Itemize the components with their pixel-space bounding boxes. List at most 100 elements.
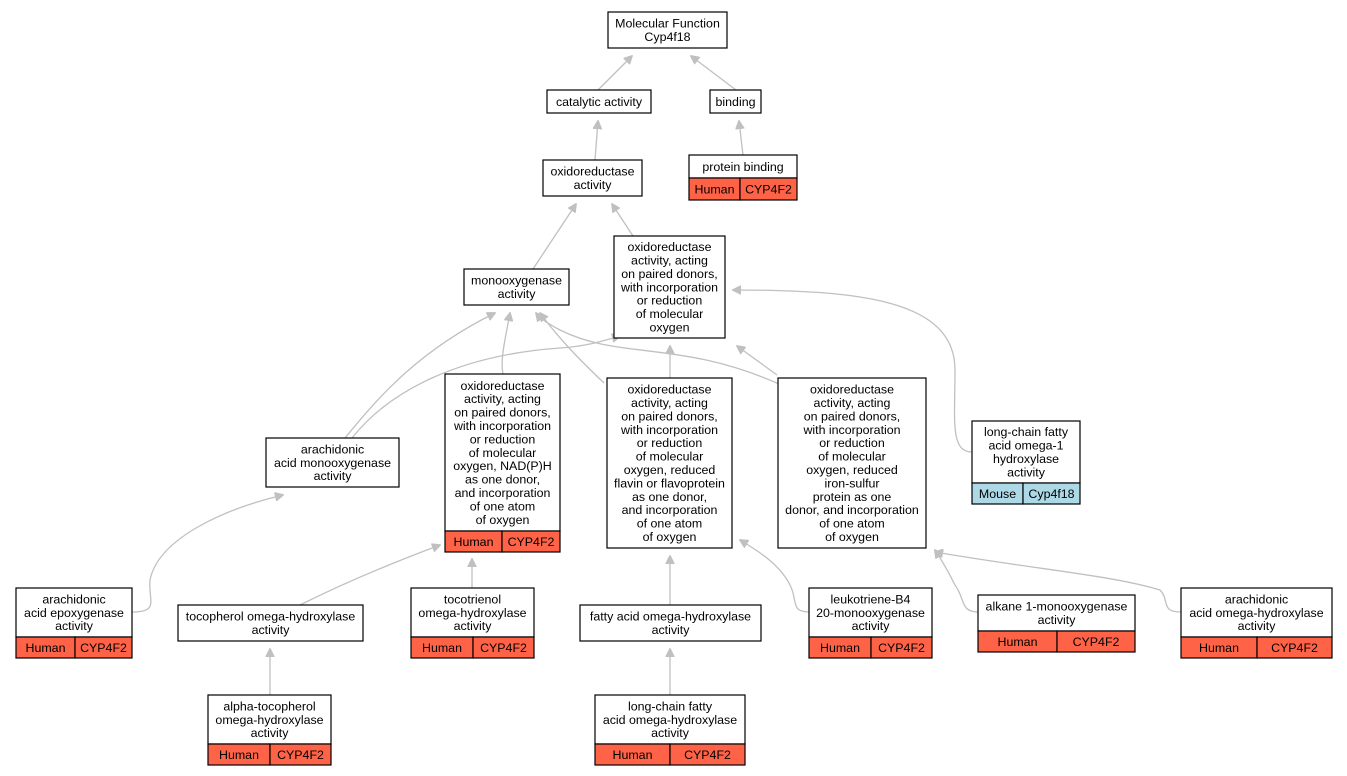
gene-label: CYP4F2 [1271, 641, 1318, 655]
node-label-line: activity [498, 287, 537, 301]
edge-binding [691, 56, 737, 91]
gene-label: CYP4F2 [80, 641, 127, 655]
node-label-line: with incorporation [453, 419, 551, 433]
edge-catalytic [597, 56, 632, 91]
gene-label: CYP4F2 [684, 748, 731, 762]
node-label-line: acid omega-1 [988, 439, 1063, 453]
go-term-node-alpha-tocopherol[interactable]: alpha-tocopherolomega-hydroxylaseactivit… [207, 694, 332, 766]
gene-cell [501, 530, 561, 553]
node-label-line: oxygen [650, 321, 690, 335]
node-label-line: oxygen, NAD(P)H [453, 459, 551, 473]
gene-label: CYP4F2 [1073, 635, 1120, 649]
gene-cell [472, 636, 535, 659]
gene-cell [669, 743, 746, 766]
gene-cell [1256, 636, 1333, 659]
gene-label: CYP4F2 [508, 535, 555, 549]
species-label: Human [219, 748, 259, 762]
node-label-line: or reduction [637, 294, 703, 308]
node-label-line: and incorporation [622, 503, 718, 517]
node-label-line: arachidonic [42, 592, 105, 606]
node-label-line: oxidoreductase [627, 240, 711, 254]
edge-nadph [501, 313, 510, 375]
node-label-line: fatty acid omega-hydroxylase [590, 610, 751, 624]
node-label-line: of molecular [636, 450, 704, 464]
node-box [606, 377, 733, 549]
edge-lcfa-omega1 [733, 290, 973, 453]
node-label-line: as one donor, [632, 490, 707, 504]
edges [131, 56, 1182, 695]
gene-cell [269, 743, 332, 766]
node-label-line: donor, and incorporation [785, 503, 919, 517]
node-label-line: of one atom [637, 517, 702, 531]
node-label-line: of molecular [636, 307, 704, 321]
node-box [177, 604, 364, 642]
node-box [15, 587, 133, 638]
node-box [971, 420, 1081, 484]
node-label-line: arachidonic [1225, 592, 1288, 606]
go-term-node-catalytic[interactable]: catalytic activity [546, 89, 652, 114]
node-label-line: tocopherol omega-hydroxylase [186, 610, 356, 624]
node-label-line: and incorporation [455, 486, 551, 500]
gene-label: CYP4F2 [480, 641, 527, 655]
node-label-line: oxygen, reduced [806, 463, 898, 477]
node-label-line: alkane 1-monooxygenase [986, 600, 1128, 614]
node-label-line: iron-sulfur [824, 476, 879, 490]
species-label: Human [1199, 641, 1239, 655]
node-label-line: acid epoxygenase [24, 606, 124, 620]
node-label-line: activity [314, 469, 353, 483]
node-box [410, 587, 535, 638]
node-label-line: of oxygen [643, 530, 697, 544]
node-label-line: omega-hydroxylase [215, 713, 323, 727]
node-label-line: activity [55, 619, 94, 633]
species-label: Human [695, 182, 735, 196]
edge-oxidoreductase [595, 121, 598, 161]
node-label-line: on paired donors, [804, 409, 900, 423]
species-label: Human [26, 641, 66, 655]
go-term-node-binding[interactable]: binding [709, 89, 762, 114]
node-label-line: as one donor, [465, 473, 540, 487]
species-label: Human [820, 641, 860, 655]
node-label-line: with incorporation [802, 423, 900, 437]
node-label-line: 20-monooxygenase [816, 606, 925, 620]
gene-cell [739, 177, 798, 201]
edge-alkane [935, 550, 979, 613]
node-label-line: long-chain fatty [628, 699, 713, 713]
node-label-line: on paired donors, [621, 267, 717, 281]
edge-arachidonic-omega [935, 552, 1182, 613]
node-box [777, 377, 927, 549]
gene-cell [1056, 630, 1136, 653]
node-box [607, 11, 728, 49]
edge-arachidonic-mono [351, 336, 620, 439]
species-label: Human [422, 641, 462, 655]
go-term-node-tocotrienol[interactable]: tocotrienolomega-hydroxylaseactivityHuma… [410, 587, 535, 659]
node-label-line: or reduction [637, 436, 703, 450]
edge-leukotriene [740, 540, 810, 613]
go-term-node-leukotriene[interactable]: leukotriene-B420-monooxygenaseactivityHu… [808, 587, 933, 659]
node-label-line: with incorporation [620, 280, 718, 294]
node-label-line: oxidoreductase [550, 165, 634, 179]
edge-protein-binding [739, 121, 743, 156]
edge-monooxygenase [532, 204, 576, 270]
species-label: Mouse [979, 487, 1016, 501]
node-box [594, 694, 746, 745]
node-label-line: activity [1007, 465, 1046, 479]
edge-tocopherol [299, 545, 440, 606]
node-label-line: activity [251, 726, 290, 740]
node-label-line: activity [454, 619, 493, 633]
